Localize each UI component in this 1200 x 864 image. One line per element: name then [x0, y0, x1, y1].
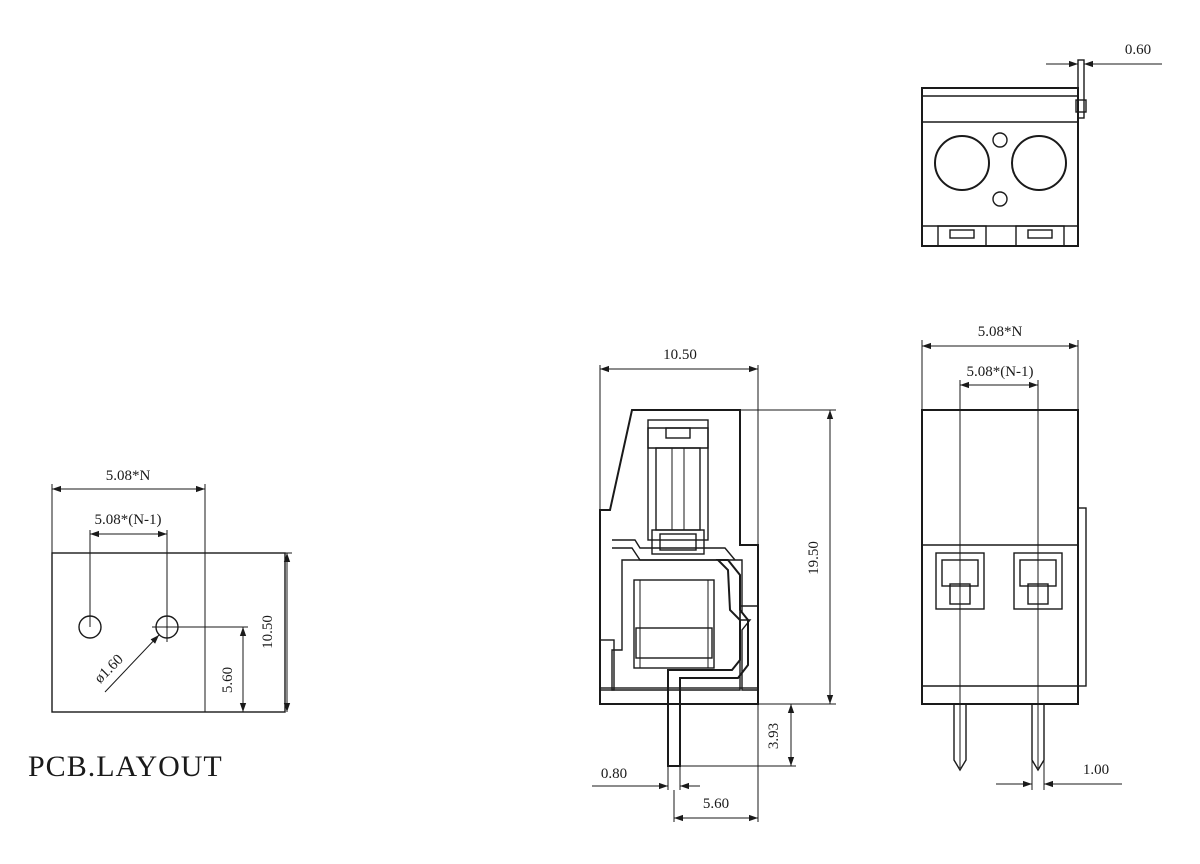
top-dim-tab-label: 0.60 [1125, 42, 1151, 58]
side-dim-height-label: 19.50 [806, 541, 822, 575]
pcb-dim-hole-label: ø1.60 [92, 652, 127, 687]
front-pin-1 [953, 703, 967, 772]
pcb-dim-span-label: 5.08*(N-1) [94, 512, 161, 528]
wire-clamp-hatch [635, 627, 713, 659]
side-section-view: 10.50 19.50 3.93 0.80 5.60 [592, 347, 836, 822]
pcb-outline [51, 552, 286, 713]
side-dim-pin-length-label: 3.93 [766, 723, 782, 749]
front-view: 5.08*N 5.08*(N-1) 1.00 [921, 324, 1122, 790]
pcb-hole-leader [104, 634, 160, 693]
top-view: 0.60 [921, 42, 1162, 247]
pcb-layout-title: PCB.LAYOUT [28, 750, 223, 783]
front-pin-2 [1031, 703, 1045, 772]
side-dim-pin-offset-label: 5.60 [703, 796, 729, 812]
pcb-hole-1 [78, 615, 102, 639]
side-dim-pin-thickness-label: 0.80 [601, 766, 627, 782]
front-dim-span-label: 5.08*(N-1) [966, 364, 1033, 380]
pcb-dim-offset-label: 5.60 [220, 667, 236, 693]
housing-body [599, 409, 759, 705]
pin [667, 559, 749, 767]
pcb-dim-total-label: 5.08*N [106, 468, 151, 484]
top-screw-hole-2 [1011, 135, 1067, 191]
pcb-dim-height-label: 10.50 [260, 615, 276, 649]
side-dim-width-label: 10.50 [663, 347, 697, 363]
top-screw-hole-1 [934, 135, 990, 191]
front-dim-pin-width-label: 1.00 [1083, 762, 1109, 778]
front-dim-total-label: 5.08*N [978, 324, 1023, 340]
pcb-layout-view: 5.08*N 5.08*(N-1) 10.50 5.60 ø1.60 PCB.L… [28, 468, 292, 783]
screw-shaft [655, 447, 701, 531]
front-view-outline [921, 409, 1079, 705]
top-view-outline [921, 87, 1079, 247]
